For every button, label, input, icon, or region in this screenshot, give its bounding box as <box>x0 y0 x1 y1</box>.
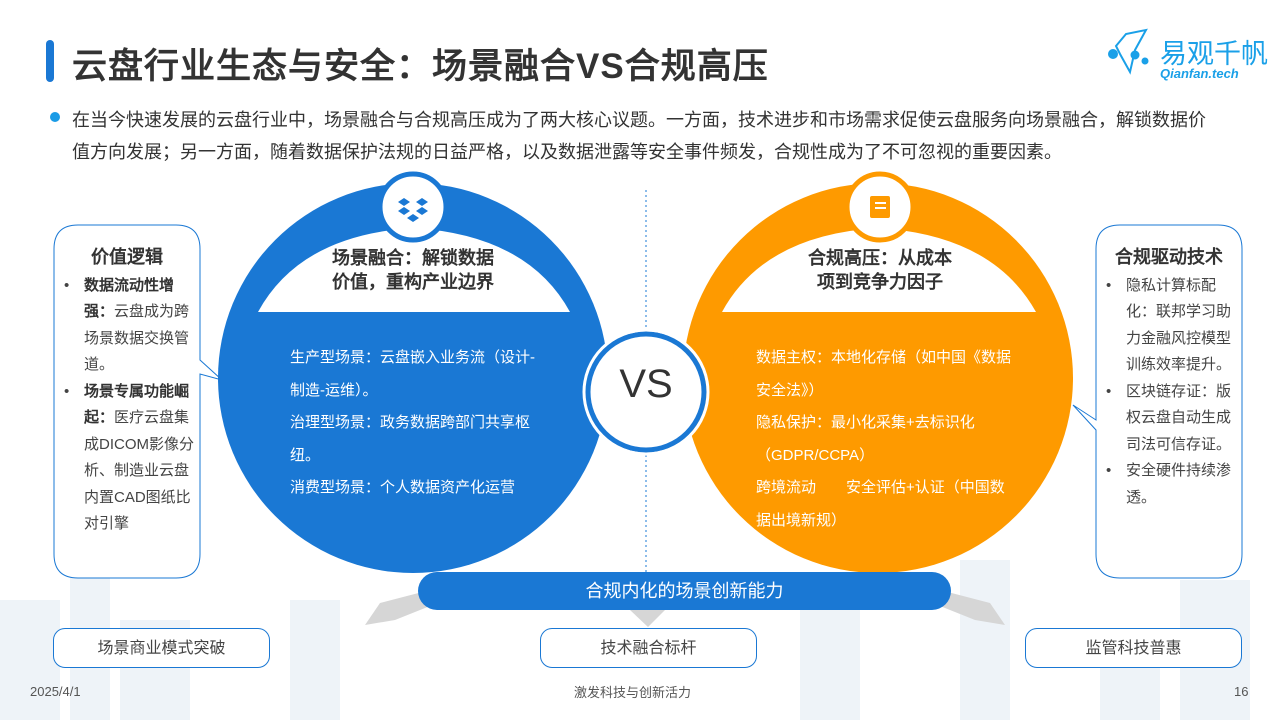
bullet-icon <box>50 112 60 122</box>
page-number: 16 <box>1234 684 1249 699</box>
bottom-box-center: 技术融合标杆 <box>540 628 757 668</box>
footer-date: 2025/4/1 <box>30 684 81 699</box>
content-line: 跨境流动 安全评估+认证（中国数据出境新规） <box>756 479 1005 529</box>
left-cap <box>258 228 570 312</box>
arrow-center <box>630 610 665 627</box>
left-circle-content: 生产型场景：云盘嵌入业务流（设计-制造-运维）。 治理型场景：政务数据跨部门共享… <box>290 342 540 505</box>
vs-label: VS <box>619 362 673 406</box>
list-item: 数据流动性增强：云盘成为跨场景数据交换管道。 <box>54 273 200 379</box>
footer-slogan: 激发科技与创新活力 <box>574 685 692 700</box>
list-item: 隐私计算标配化：联邦学习助力金融风控模型训练效率提升。 <box>1096 273 1242 379</box>
bottom-bar-label: 合规内化的场景创新能力 <box>585 581 784 601</box>
list-item: 安全硬件持续渗透。 <box>1096 458 1242 511</box>
content-line: 数据主权：本地化存储（如中国《数据安全法》） <box>756 349 1012 399</box>
vs-circle <box>585 331 707 453</box>
left-callout: 价值逻辑 数据流动性增强：云盘成为跨场景数据交换管道。 场景专属功能崛起：医疗云… <box>54 244 200 538</box>
right-circle-content: 数据主权：本地化存储（如中国《数据安全法》） 隐私保护：最小化采集+去标识化（G… <box>756 342 1014 537</box>
bottom-box-right: 监管科技普惠 <box>1025 628 1242 668</box>
left-icon-circle <box>377 171 449 243</box>
city-skyline <box>0 560 1250 720</box>
right-cap <box>722 228 1036 312</box>
content-line: 治理型场景：政务数据跨部门共享枢纽。 <box>290 414 531 464</box>
left-circle-title: 场景融合：解锁数据 价值，重构产业边界 <box>332 248 494 292</box>
logo-subtext: Qianfan.tech <box>1160 66 1239 81</box>
right-circle-title: 合规高压：从成本 项到竞争力因子 <box>808 248 952 292</box>
logo-text: 易观千帆 <box>1160 39 1268 69</box>
callout-title: 合规驱动技术 <box>1115 247 1223 267</box>
intro-text: 在当今快速发展的云盘行业中，场景融合与合规高压成为了两大核心议题。一方面，技术进… <box>72 110 1206 162</box>
title-accent <box>46 40 54 82</box>
logo-mark <box>1108 28 1149 75</box>
callout-title: 价值逻辑 <box>91 247 163 267</box>
content-line: 消费型场景：个人数据资产化运营 <box>290 479 516 496</box>
list-item: 场景专属功能崛起：医疗云盘集成DICOM影像分析、制造业云盘内置CAD图纸比对引… <box>54 379 200 538</box>
list-item: 区块链存证：版权云盘自动生成司法可信存证。 <box>1096 379 1242 459</box>
book-icon <box>870 196 890 218</box>
right-callout: 合规驱动技术 隐私计算标配化：联邦学习助力金融风控模型训练效率提升。 区块链存证… <box>1096 244 1242 511</box>
bottom-bar <box>418 572 951 610</box>
bottom-box-left: 场景商业模式突破 <box>53 628 270 668</box>
content-line: 生产型场景：云盘嵌入业务流（设计-制造-运维）。 <box>290 349 535 399</box>
content-line: 隐私保护：最小化采集+去标识化（GDPR/CCPA） <box>756 414 975 464</box>
page-title: 云盘行业生态与安全：场景融合VS合规高压 <box>72 47 769 86</box>
dropbox-icon <box>398 198 428 222</box>
